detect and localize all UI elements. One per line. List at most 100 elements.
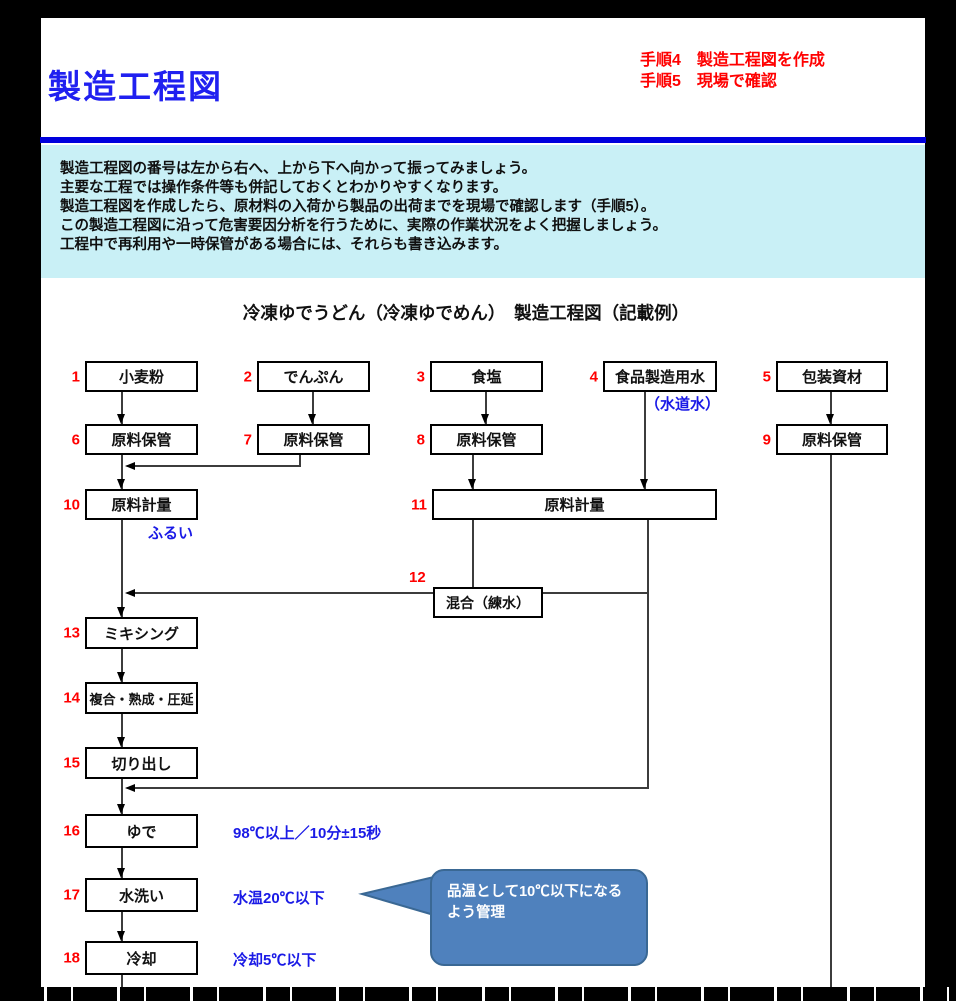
node-number: 1 bbox=[71, 368, 80, 385]
node-label: 小麦粉 bbox=[118, 369, 164, 386]
annotation-boil-condition: 98℃以上／10分±15秒 bbox=[233, 825, 382, 842]
arrow-left-icon bbox=[125, 588, 135, 597]
arrow-down-icon bbox=[117, 804, 125, 814]
arrow-down-icon bbox=[117, 931, 125, 941]
connector-line bbox=[485, 392, 487, 424]
arrow-down-icon bbox=[826, 414, 834, 424]
flow-node-12: 12 混合（練水） bbox=[409, 569, 543, 618]
procedure-steps: 手順4 製造工程図を作成 手順5 現場で確認 bbox=[640, 50, 825, 92]
intro-note-box: 製造工程図の番号は左から右へ、上から下へ向かって振ってみましょう。 主要な工程で… bbox=[41, 145, 925, 278]
flow-node-4: 4 食品製造用水 bbox=[590, 361, 717, 392]
connector-line bbox=[121, 714, 123, 747]
node-label: 原料計量 bbox=[111, 497, 172, 514]
node-number: 10 bbox=[63, 496, 80, 513]
node-number: 8 bbox=[416, 431, 425, 448]
title-divider bbox=[40, 137, 926, 143]
flow-node-14: 14 複合・熟成・圧延 bbox=[63, 682, 198, 714]
arrow-down-icon bbox=[117, 607, 125, 617]
flow-node-17: 17 水洗い bbox=[63, 878, 198, 912]
node-label: 水洗い bbox=[118, 887, 164, 905]
flow-node-16: 16 ゆで bbox=[63, 814, 198, 848]
arrow-down-icon bbox=[117, 672, 125, 682]
node-number: 7 bbox=[243, 431, 252, 448]
node-label: 原料計量 bbox=[544, 497, 605, 514]
callout-line: よう管理 bbox=[447, 905, 505, 921]
node-label: ミキシング bbox=[103, 625, 179, 643]
node-number: 16 bbox=[63, 822, 80, 840]
temperature-callout: 品温として10℃以下になる よう管理 bbox=[430, 869, 648, 966]
procedure-step-4: 手順4 製造工程図を作成 bbox=[640, 52, 825, 69]
node-number: 6 bbox=[71, 431, 80, 448]
node-label: 原料保管 bbox=[801, 432, 862, 449]
connector-line bbox=[472, 455, 474, 489]
intro-line: 製造工程図の番号は左から右へ、上から下へ向かって振ってみましょう。 bbox=[60, 161, 537, 177]
connector-line bbox=[130, 787, 649, 789]
flow-node-9: 9 原料保管 bbox=[763, 424, 888, 455]
flow-node-15: 15 切り出し bbox=[63, 747, 198, 779]
node-number: 14 bbox=[63, 689, 80, 707]
flow-node-13: 13 ミキシング bbox=[63, 617, 198, 649]
connector-line bbox=[543, 592, 648, 594]
connector-line bbox=[830, 392, 832, 424]
intro-line: 製造工程図を作成したら、原材料の入荷から製品の出荷までを現場で確認します（手順5… bbox=[60, 199, 656, 215]
node-label: 包装資材 bbox=[801, 369, 862, 386]
flow-node-7: 7 原料保管 bbox=[244, 424, 370, 455]
arrow-down-icon bbox=[308, 414, 316, 424]
arrow-down-icon bbox=[117, 737, 125, 747]
node-number: 18 bbox=[63, 949, 80, 967]
flow-node-1: 1 小麦粉 bbox=[72, 361, 198, 392]
node-number: 17 bbox=[63, 886, 80, 904]
arrow-down-icon bbox=[117, 868, 125, 878]
flow-node-11: 11 原料計量 bbox=[411, 489, 717, 520]
callout-line: 品温として10℃以下になる bbox=[447, 884, 623, 900]
connector-line bbox=[121, 455, 123, 489]
cutoff-content-strip bbox=[0, 987, 956, 1001]
intro-line: 主要な工程では操作条件等も併記しておくとわかりやすくなります。 bbox=[60, 180, 508, 196]
node-number: 12 bbox=[409, 569, 426, 586]
connector-line bbox=[121, 912, 123, 941]
connector-line bbox=[644, 390, 646, 489]
arrow-down-icon bbox=[117, 414, 125, 424]
connector-line bbox=[128, 465, 300, 467]
callout-tail bbox=[358, 875, 435, 917]
page-title: 製造工程図 bbox=[48, 68, 223, 105]
arrow-left-icon bbox=[125, 461, 135, 470]
procedure-step-5: 手順5 現場で確認 bbox=[640, 73, 777, 90]
node-number: 4 bbox=[589, 368, 598, 385]
intro-line: この製造工程図に沿って危害要因分析を行うために、実際の作業状況をよく把握しましょ… bbox=[60, 218, 667, 234]
connector-line bbox=[647, 520, 649, 788]
node-label: でんぷん bbox=[283, 369, 344, 386]
arrow-down-icon bbox=[640, 479, 648, 489]
connector-line bbox=[121, 520, 123, 617]
node-number: 3 bbox=[416, 368, 425, 385]
node-number: 11 bbox=[411, 496, 427, 513]
connector-line bbox=[130, 592, 433, 594]
flow-node-2: 2 でんぷん bbox=[244, 361, 370, 392]
arrow-down-icon bbox=[481, 414, 489, 424]
node-label: 原料保管 bbox=[111, 432, 172, 449]
connector-line bbox=[121, 848, 123, 878]
connector-line bbox=[312, 392, 314, 424]
flow-node-3: 3 食塩 bbox=[417, 361, 543, 392]
connector-line bbox=[299, 455, 301, 467]
node-number: 13 bbox=[63, 624, 80, 642]
arrow-down-icon bbox=[117, 479, 125, 489]
annotation-rinse-condition: 水温20℃以下 bbox=[233, 890, 325, 907]
node-label: ゆで bbox=[126, 823, 157, 841]
flow-node-8: 8 原料保管 bbox=[417, 424, 543, 455]
flow-node-18: 18 冷却 bbox=[63, 941, 198, 975]
node-number: 15 bbox=[63, 754, 80, 772]
connector-line bbox=[121, 392, 123, 424]
flow-node-6: 6 原料保管 bbox=[72, 424, 198, 455]
arrow-left-icon bbox=[125, 783, 135, 792]
annotation-cool-condition: 冷却5℃以下 bbox=[233, 952, 317, 969]
node-label: 複合・熟成・圧延 bbox=[89, 691, 194, 707]
intro-note-text: 製造工程図の番号は左から右へ、上から下へ向かって振ってみましょう。 主要な工程で… bbox=[60, 160, 667, 255]
connector-line bbox=[472, 520, 474, 587]
node-number: 5 bbox=[762, 368, 771, 385]
diagram-title: 冷凍ゆでうどん（冷凍ゆでめん） 製造工程図（記載例） bbox=[242, 303, 690, 323]
flow-node-10: 10 原料計量 bbox=[63, 489, 198, 520]
node-label: 冷却 bbox=[126, 950, 157, 968]
annotation-tap-water: （水道水） bbox=[645, 396, 721, 413]
